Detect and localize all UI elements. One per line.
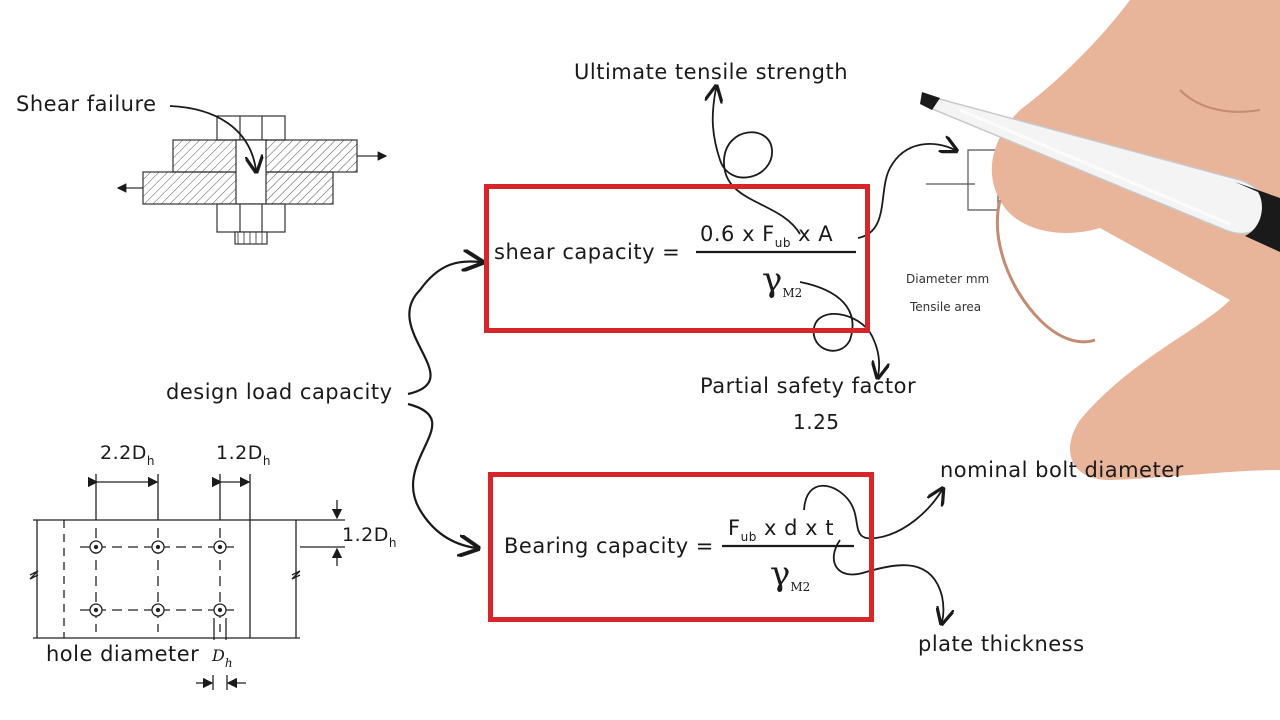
bolt-shear-sketch	[116, 115, 388, 245]
hand-illustration	[920, 0, 1280, 480]
hole-diameter-label: hole diameter	[46, 642, 200, 666]
table-diameter-label: Diameter mm	[906, 272, 990, 286]
design-load-capacity-label: design load capacity	[166, 380, 393, 404]
bearing-capacity-lhs: Bearing capacity =	[504, 534, 714, 558]
nominal-bolt-diameter-label: nominal bolt diameter	[940, 458, 1184, 482]
bearing-capacity-box	[488, 472, 874, 622]
shear-capacity-lhs: shear capacity =	[494, 240, 681, 264]
safety-factor-value: 1.25	[793, 410, 840, 434]
ultimate-tensile-strength-label: Ultimate tensile strength	[574, 60, 849, 84]
table-tensile-area-label: Tensile area	[910, 300, 982, 314]
dim-1-2dh-vertical-label: 1.2Dh	[342, 524, 397, 550]
shear-capacity-box	[484, 184, 870, 333]
dim-1-2dh-horizontal-label: 1.2Dh	[216, 442, 271, 468]
partial-safety-factor-label: Partial safety factor	[700, 374, 917, 398]
dim-2-2dh-label: 2.2Dh	[100, 442, 155, 468]
plate-diagram	[29, 474, 345, 690]
shear-capacity-numerator: 0.6 x Fub x A	[700, 222, 834, 250]
dim-dh-label: Dh	[212, 646, 233, 670]
bolt-side-sketch	[926, 149, 999, 211]
shear-capacity-denominator: γM2	[762, 260, 803, 300]
shear-failure-label: Shear failure	[16, 92, 157, 116]
bearing-capacity-denominator: γM2	[770, 554, 811, 594]
bearing-capacity-numerator: Fub x d x t	[728, 516, 834, 544]
plate-thickness-label: plate thickness	[918, 632, 1085, 656]
